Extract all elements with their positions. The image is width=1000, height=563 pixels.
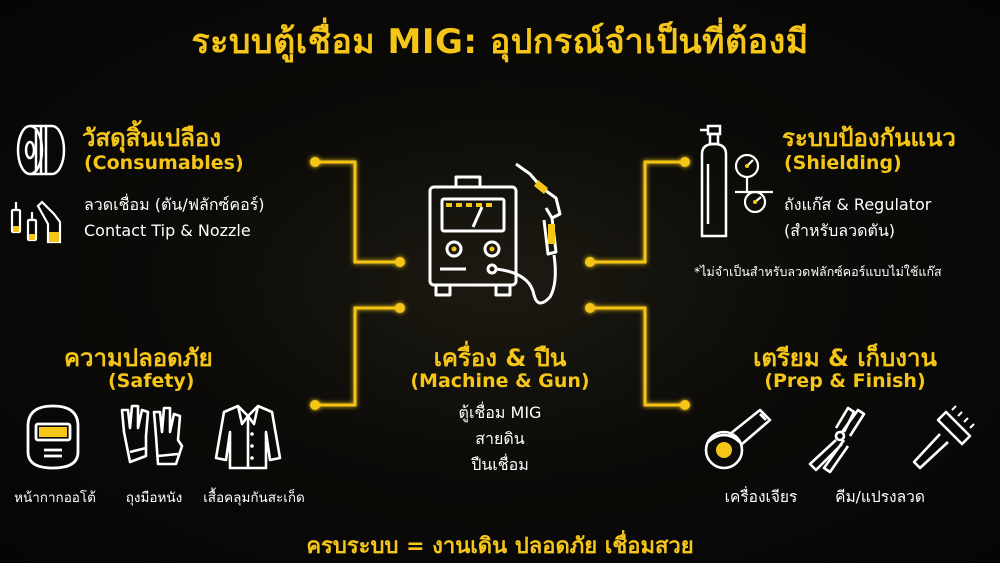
connector-safety (315, 306, 400, 407)
angle-grinder-icon (704, 408, 772, 470)
dot-prep-start (585, 303, 595, 313)
connector-consumables (315, 160, 400, 264)
dot-prep-end (680, 400, 690, 410)
shielding-title-th: ระบบป้องกันแนว (782, 124, 956, 152)
mig-gun-icon (515, 162, 562, 256)
welding-helmet-icon (26, 404, 80, 470)
shielding-item-solid: (สำหรับลวดตัน) (784, 221, 896, 240)
prep-item-pliers: คีม/แปรงลวด (835, 488, 925, 506)
wire-brush-icon (912, 405, 975, 470)
prep-title-en: (Prep & Finish) (764, 370, 926, 392)
dot-consumables-end (310, 157, 320, 167)
pliers-icon (808, 406, 866, 474)
consumables-item-tip: Contact Tip & Nozzle (84, 221, 251, 240)
gas-cylinder-icon (700, 124, 728, 238)
machine-item-welder: ตู้เชื่อม MIG (458, 403, 542, 422)
nozzle-tips-icon (10, 200, 62, 244)
machine-item-ground: สายดิน (475, 429, 525, 448)
prep-title-th: เตรียม & เก็บงาน (753, 344, 937, 372)
footer-tagline: ครบระบบ = งานเดิน ปลอดภัย เชื่อมสวย (306, 534, 694, 559)
machine-title-en: (Machine & Gun) (410, 370, 590, 392)
connector-prep (590, 306, 685, 407)
welder-machine-icon (428, 175, 557, 305)
gloves-icon (120, 404, 184, 466)
safety-item-jacket: เสื้อคลุมกันสะเก็ด (203, 490, 305, 506)
shielding-item-gas: ถังแก๊ส & Regulator (784, 195, 932, 214)
safety-title-th: ความปลอดภัย (64, 344, 213, 372)
consumables-title-en: (Consumables) (84, 152, 244, 174)
connector-shielding (590, 160, 685, 264)
page-title: ระบบตู้เชื่อม MIG: อุปกรณ์จำเป็นที่ต้องม… (191, 22, 809, 62)
shielding-note: *ไม่จำเป็นสำหรับลวดฟลักซ์คอร์แบบไม่ใช้แก… (694, 264, 942, 279)
safety-item-gloves: ถุงมือหนัง (125, 490, 183, 506)
safety-item-helmet: หน้ากากออโต้ (14, 490, 96, 506)
dot-shielding-end (680, 157, 690, 167)
dot-safety-end (310, 400, 320, 410)
machine-title-th: เครื่อง & ปืน (433, 344, 567, 372)
jacket-icon (214, 404, 282, 470)
wire-spool-icon (16, 124, 66, 176)
dot-shielding-start (585, 257, 595, 267)
consumables-title-th: วัสดุสิ้นเปลือง (82, 124, 222, 152)
prep-item-grinder: เครื่องเจียร (724, 488, 798, 506)
shielding-title-en: (Shielding) (784, 152, 902, 174)
machine-item-gun: ปืนเชื่อม (471, 455, 529, 474)
dot-consumables-start (395, 257, 405, 267)
consumables-item-wire: ลวดเชื่อม (ตัน/ฟลักซ์คอร์) (84, 195, 265, 214)
regulator-icon (734, 153, 773, 214)
dot-safety-start (395, 303, 405, 313)
safety-title-en: (Safety) (108, 370, 195, 392)
